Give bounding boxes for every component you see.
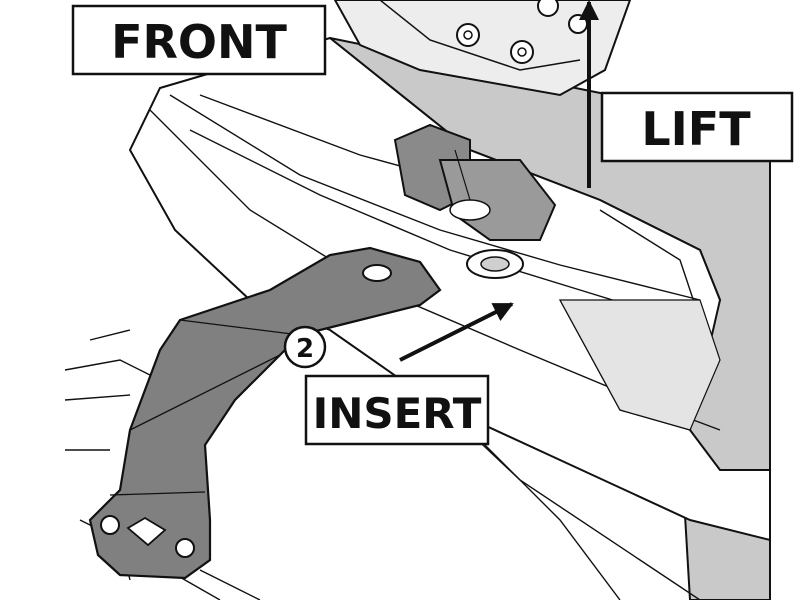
front-label: FRONT bbox=[111, 15, 287, 69]
part-number-callout: 2 bbox=[283, 325, 327, 369]
tail-bodywork bbox=[128, 36, 771, 542]
insert-arrow bbox=[399, 302, 514, 362]
bracket-part-2 bbox=[88, 246, 442, 580]
lower-shading bbox=[558, 299, 721, 431]
lift-label-box: LIFT bbox=[600, 91, 794, 163]
frame-upper-plate bbox=[333, 0, 632, 97]
lift-label: LIFT bbox=[641, 102, 751, 156]
front-label-box: FRONT bbox=[71, 4, 327, 76]
insert-label: INSERT bbox=[313, 389, 482, 438]
mounting-hole bbox=[449, 199, 524, 279]
part-number: 2 bbox=[296, 334, 314, 364]
insert-label-box: INSERT bbox=[304, 374, 490, 446]
